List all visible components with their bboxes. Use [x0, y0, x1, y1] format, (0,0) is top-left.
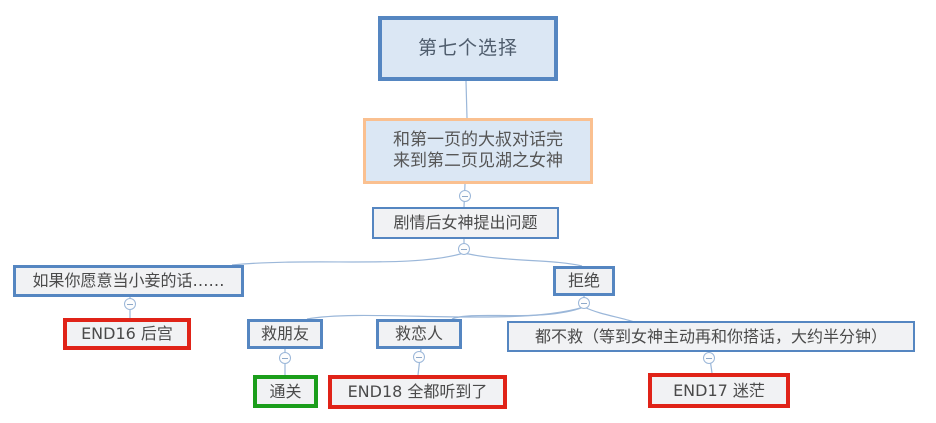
node-label: END18 全都听到了: [347, 382, 488, 401]
node-label: 通关: [269, 381, 302, 401]
collapse-toggle[interactable]: [459, 190, 471, 202]
node-label: 剧情后女神提出问题: [393, 213, 538, 232]
node-root[interactable]: 第七个选择: [378, 16, 558, 81]
node-save-lover[interactable]: 救恋人: [376, 319, 462, 349]
collapse-toggle[interactable]: [124, 298, 136, 310]
minus-icon: [706, 357, 712, 359]
node-step[interactable]: 和第一页的大叔对话完 来到第二页见湖之女神: [363, 118, 593, 184]
node-save-none[interactable]: 都不救（等到女神主动再和你搭话，大约半分钟）: [507, 321, 915, 352]
minus-icon: [581, 302, 587, 304]
node-label: END17 迷茫: [673, 380, 765, 400]
node-label: 第七个选择: [417, 36, 518, 59]
collapse-toggle[interactable]: [578, 297, 590, 309]
minus-icon: [416, 356, 422, 358]
minus-icon: [461, 248, 467, 250]
node-branch-refuse[interactable]: 拒绝: [553, 266, 615, 296]
minus-icon: [127, 303, 133, 305]
node-branch-concubine[interactable]: 如果你愿意当小妾的话……: [13, 265, 244, 297]
node-label: 救朋友: [260, 324, 309, 343]
minus-icon: [462, 195, 468, 197]
minus-icon: [282, 357, 288, 359]
node-end16[interactable]: END16 后宫: [63, 318, 191, 350]
collapse-toggle[interactable]: [703, 352, 715, 364]
node-end18[interactable]: END18 全都听到了: [328, 375, 507, 409]
node-label: END16 后宫: [81, 324, 173, 343]
collapse-toggle[interactable]: [279, 352, 291, 364]
node-question[interactable]: 剧情后女神提出问题: [372, 207, 559, 239]
node-end17[interactable]: END17 迷茫: [648, 373, 790, 408]
collapse-toggle[interactable]: [413, 351, 425, 363]
node-label: 都不救（等到女神主动再和你搭话，大约半分钟）: [534, 326, 887, 346]
node-label: 如果你愿意当小妾的话……: [32, 271, 225, 290]
node-pass[interactable]: 通关: [253, 375, 318, 408]
node-label: 和第一页的大叔对话完 来到第二页见湖之女神: [393, 129, 563, 171]
node-label: 救恋人: [394, 324, 443, 343]
node-save-friend[interactable]: 救朋友: [247, 319, 323, 349]
node-label: 拒绝: [567, 271, 600, 290]
collapse-toggle[interactable]: [458, 243, 470, 255]
